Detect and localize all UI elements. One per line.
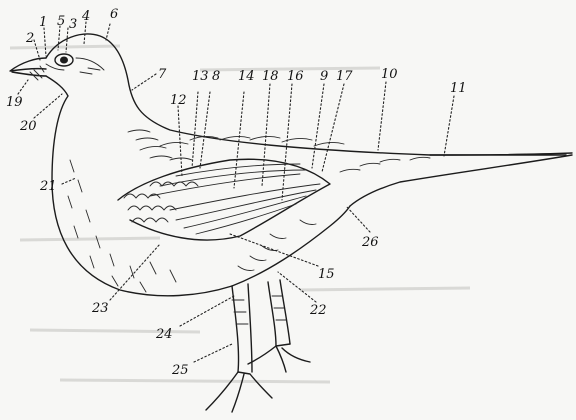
- label-5: 5: [57, 14, 65, 29]
- label-26: 26: [361, 235, 379, 250]
- body-feather-marks: [68, 130, 430, 292]
- label-3: 3: [69, 17, 77, 32]
- label-13: 13: [192, 69, 209, 84]
- leader-13: [192, 92, 198, 168]
- legs: [206, 280, 310, 412]
- label-6: 6: [110, 7, 118, 22]
- leader-25: [194, 344, 232, 362]
- leader-23: [110, 244, 160, 300]
- eye: [46, 54, 104, 70]
- label-24: 24: [155, 327, 173, 342]
- label-17: 17: [336, 69, 353, 84]
- leader-1: [44, 28, 46, 56]
- leader-17: [322, 84, 344, 172]
- label-1: 1: [39, 15, 47, 30]
- leader-16: [282, 84, 292, 200]
- right-leg: [268, 282, 276, 346]
- left-leg: [232, 286, 239, 372]
- label-19: 19: [6, 95, 23, 110]
- right-foot: [248, 344, 310, 372]
- label-20: 20: [19, 119, 37, 134]
- label-16: 16: [287, 69, 304, 84]
- leader-9: [312, 84, 324, 168]
- label-10: 10: [381, 67, 398, 82]
- label-7: 7: [158, 67, 167, 82]
- leader-20: [34, 94, 62, 118]
- label-4: 4: [81, 9, 90, 24]
- label-21: 21: [39, 179, 57, 194]
- label-9: 9: [320, 69, 328, 84]
- beak-upper: [10, 58, 46, 71]
- label-14: 14: [238, 69, 255, 84]
- left-foot: [206, 372, 272, 412]
- beak-lower: [12, 72, 46, 76]
- label-12: 12: [170, 93, 187, 108]
- leader-21: [62, 178, 76, 184]
- leader-7: [132, 74, 156, 90]
- label-8: 8: [212, 69, 220, 84]
- label-22: 22: [309, 303, 327, 318]
- head-crown: [46, 34, 566, 155]
- leader-22: [278, 272, 316, 302]
- leader-11: [444, 96, 454, 156]
- leader-26: [346, 206, 370, 232]
- label-23: 23: [91, 301, 109, 316]
- leader-15: [230, 234, 318, 266]
- leader-2: [34, 40, 40, 60]
- label-15: 15: [318, 267, 335, 282]
- label-2: 2: [25, 31, 34, 46]
- tail-lower: [350, 155, 572, 206]
- wing-feather-lines: [150, 164, 320, 234]
- label-11: 11: [450, 81, 467, 96]
- leader-4: [84, 22, 86, 44]
- wing: [118, 159, 330, 240]
- leader-12: [178, 106, 182, 176]
- leader-6: [106, 24, 110, 40]
- leader-8: [200, 92, 210, 168]
- leader-24: [180, 296, 234, 326]
- leader-18: [262, 84, 270, 186]
- left-leg-inner: [248, 284, 252, 372]
- right-leg-inner: [280, 280, 290, 344]
- label-18: 18: [262, 69, 279, 84]
- leader-10: [378, 82, 386, 150]
- leader-19: [18, 80, 28, 94]
- label-25: 25: [171, 363, 189, 378]
